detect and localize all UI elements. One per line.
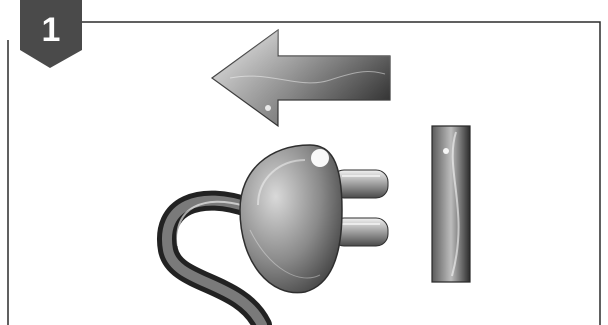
- power-cable-icon: [157, 190, 272, 325]
- power-socket-icon: [431, 125, 471, 283]
- badge-shape: [20, 0, 82, 68]
- step-number: 1: [41, 11, 61, 49]
- plug-pins: [331, 169, 389, 247]
- left-arrow-icon: [210, 28, 391, 128]
- step-badge: 1: [0, 0, 82, 70]
- power-plug-icon: [239, 144, 343, 294]
